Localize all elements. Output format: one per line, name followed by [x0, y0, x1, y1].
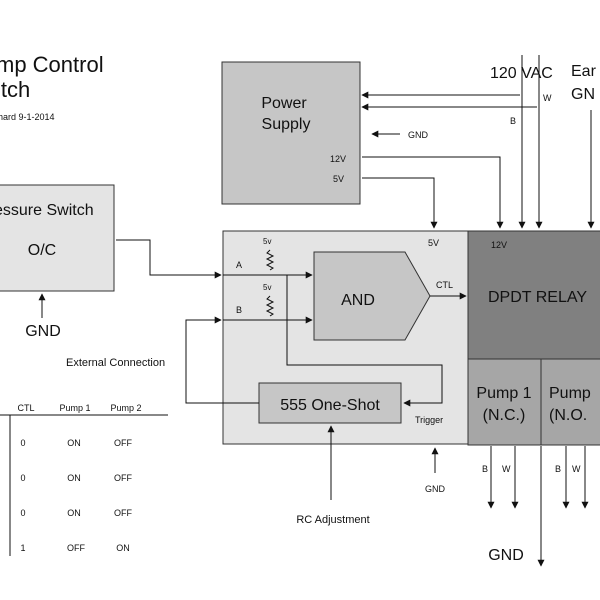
truth-table-cell: OFF [114, 438, 132, 448]
title-line1: mp Control [0, 52, 104, 77]
title-line2: itch [0, 77, 30, 102]
pump2-b-label: B [555, 464, 561, 474]
truth-table-cell: ON [67, 438, 81, 448]
truth-table-header-ctl: CTL [17, 403, 34, 413]
relay-label: DPDT RELAY [488, 289, 587, 306]
truth-table-cell: ON [67, 473, 81, 483]
pump2-block [540, 358, 600, 446]
truth-table-header-pump1: Pump 1 [59, 403, 90, 413]
input-b-label: B [236, 305, 242, 315]
mains-b-label: B [510, 116, 516, 126]
pressure-switch-state: O/C [28, 242, 56, 259]
one-shot-block [258, 382, 402, 424]
ps-pin-5v: 5V [333, 174, 344, 184]
relay-12v-label: 12V [491, 240, 507, 250]
earth-label-1: Ear [571, 63, 597, 80]
pump1-label-2: (N.C.) [483, 407, 526, 424]
pullup-resistor-b [265, 295, 275, 317]
pump1-w-label: W [502, 464, 511, 474]
ps-gnd-label: GND [408, 130, 429, 140]
title-credit: hard 9-1-2014 [0, 112, 55, 122]
and-gate [313, 251, 431, 341]
relay-gnd-label: GND [488, 547, 524, 564]
earth-label-2: GN [571, 86, 595, 103]
one-shot-label: 555 One-Shot [280, 397, 380, 414]
ps-pin-12v: 12V [330, 154, 346, 164]
truth-table-cell: ON [116, 543, 130, 553]
power-supply-label-1: Power [261, 95, 307, 112]
pump2-label-2: (N.O. [549, 407, 587, 424]
truth-table-cell: OFF [114, 508, 132, 518]
pump2-label-1: Pump [549, 385, 591, 402]
pump1-block [467, 358, 542, 446]
pressure-switch-label: essure Switch [0, 202, 94, 219]
truth-table-cell: OFF [67, 543, 85, 553]
logic-gnd-label: GND [425, 484, 446, 494]
truth-table-cell: ON [67, 508, 81, 518]
truth-table-cell: 0 [20, 473, 25, 483]
truth-table-cell: OFF [114, 473, 132, 483]
truth-table-header-pump2: Pump 2 [110, 403, 141, 413]
truth-table-cell: 0 [20, 438, 25, 448]
pressure-switch-gnd: GND [25, 323, 61, 340]
power-supply-label-2: Supply [262, 116, 311, 133]
truth-table-cell: 1 [20, 543, 25, 553]
external-connection-label: External Connection [66, 357, 165, 369]
power-supply-block [221, 61, 361, 205]
pump1-label-1: Pump 1 [476, 385, 531, 402]
truth-table-cell: 0 [20, 508, 25, 518]
pullup-resistor-a [265, 249, 275, 271]
input-a-label: A [236, 260, 242, 270]
mains-w-label: W [543, 93, 552, 103]
pressure-switch-block [0, 184, 115, 292]
pullup-b-label: 5v [263, 283, 271, 292]
ctl-label: CTL [436, 280, 453, 290]
trigger-label: Trigger [415, 415, 443, 425]
mains-voltage-label: 120 VAC [490, 65, 553, 82]
pump1-b-label: B [482, 464, 488, 474]
pullup-a-label: 5v [263, 237, 271, 246]
rc-adjustment-label: RC Adjustment [296, 514, 369, 526]
pump2-w-label: W [572, 464, 581, 474]
logic-board-5v: 5V [428, 238, 439, 248]
and-gate-label: AND [341, 292, 375, 309]
